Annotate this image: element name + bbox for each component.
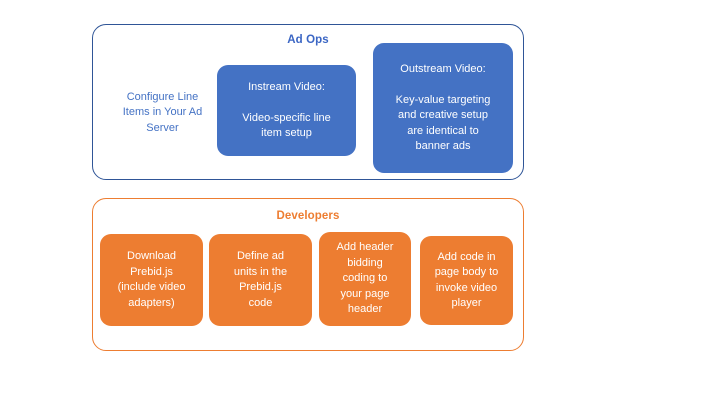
card-line: Key-value targeting <box>395 93 491 106</box>
card-add-code-page-body-text: Add code in page body to invoke video pl… <box>426 250 507 312</box>
card-line: Instream Video: <box>248 80 325 93</box>
card-line: Prebid.js <box>130 265 173 278</box>
card-line: Download <box>127 250 176 262</box>
card-define-ad-units-text: Define ad units in the Prebid.js code <box>215 249 306 311</box>
card-line: invoke video <box>435 281 498 294</box>
card-line: banner ads <box>415 140 471 152</box>
card-line: are identical to <box>407 124 479 137</box>
card-line: player <box>451 297 482 309</box>
group-title-ad-ops: Ad Ops <box>287 34 329 46</box>
card-line: item setup <box>261 127 312 139</box>
card-add-header-bidding[interactable]: Add header bidding coding to your page h… <box>319 232 411 326</box>
card-line: bidding <box>347 256 383 269</box>
card-outstream-video[interactable]: Outstream Video: Key-value targeting and… <box>373 43 513 173</box>
card-instream-video-text: Instream Video: Video-specific line item… <box>223 80 350 142</box>
card-line: and creative setup <box>398 109 488 121</box>
group-ad-ops: Ad Ops Configure Line Items in Your Ad S… <box>92 24 524 180</box>
card-line: your page <box>340 287 390 300</box>
card-line: units in the <box>233 265 288 278</box>
card-line: Add header <box>336 241 394 254</box>
card-add-code-page-body[interactable]: Add code in page body to invoke video pl… <box>420 236 513 325</box>
card-line: code <box>248 296 273 309</box>
card-line: Define ad <box>236 250 285 262</box>
card-define-ad-units[interactable]: Define ad units in the Prebid.js code <box>209 234 312 326</box>
text-line: Items in Your Ad <box>122 106 203 119</box>
card-line: Add code in <box>437 250 496 263</box>
node-configure-line-items: Configure Line Items in Your Ad Server <box>101 83 224 143</box>
card-line-spacer <box>223 95 350 111</box>
card-line: coding to <box>342 272 388 285</box>
card-download-prebid-text: Download Prebid.js (include video adapte… <box>106 249 197 311</box>
card-line: adapters) <box>128 296 175 309</box>
card-download-prebid[interactable]: Download Prebid.js (include video adapte… <box>100 234 203 326</box>
text-line: Server <box>146 121 179 134</box>
card-line: Prebid.js <box>239 281 282 293</box>
card-outstream-video-text: Outstream Video: Key-value targeting and… <box>379 62 507 155</box>
group-developers: Developers Download Prebid.js (include v… <box>92 198 524 351</box>
card-line: Video-specific line <box>242 111 331 124</box>
text-line: Configure Line <box>126 90 199 103</box>
card-add-header-bidding-text: Add header bidding coding to your page h… <box>325 240 405 318</box>
card-instream-video[interactable]: Instream Video: Video-specific line item… <box>217 65 356 156</box>
card-line: Outstream Video: <box>400 62 486 75</box>
card-line: (include video <box>117 281 186 293</box>
node-configure-line-items-text: Configure Line Items in Your Ad Server <box>101 90 224 137</box>
group-title-developers: Developers <box>276 210 340 222</box>
card-line: page body to <box>434 266 499 278</box>
card-line-spacer <box>379 77 507 93</box>
card-line: header <box>347 303 383 316</box>
